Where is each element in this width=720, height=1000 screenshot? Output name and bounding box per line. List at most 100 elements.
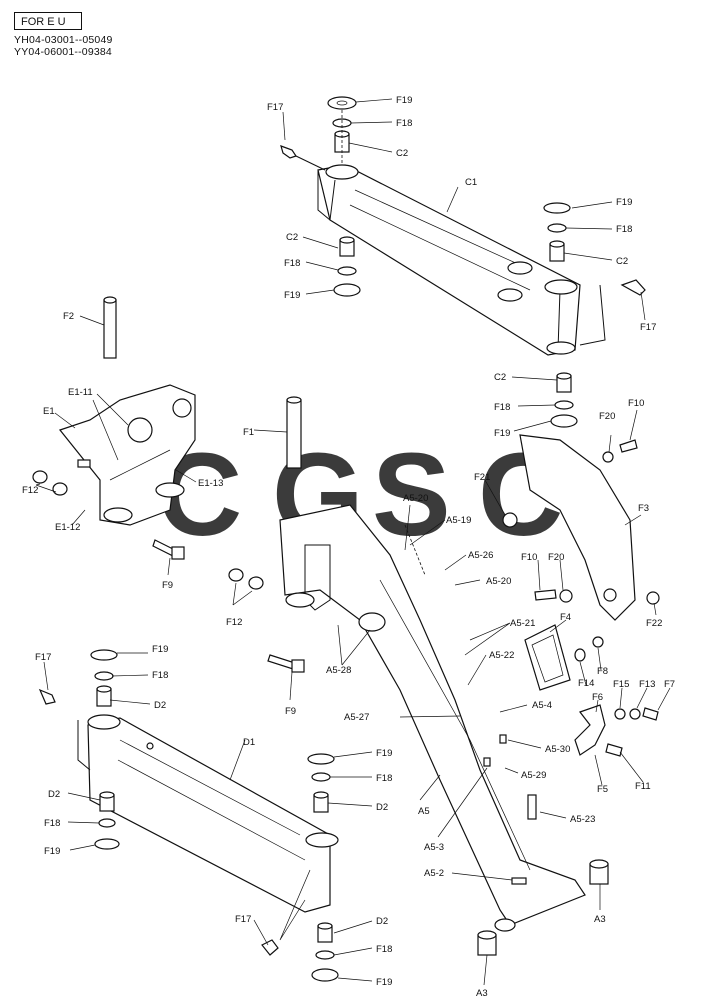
callout-f9-mid: F9 bbox=[285, 706, 296, 717]
region-label: FOR E U bbox=[21, 16, 66, 28]
callout-d2-left: D2 bbox=[48, 789, 60, 800]
callout-c2-top: C2 bbox=[396, 148, 408, 159]
callout-f17-left: F17 bbox=[35, 652, 51, 663]
clamp-f4 bbox=[524, 624, 571, 691]
callout-f18-d1-right: F18 bbox=[376, 773, 392, 784]
callout-f19-d1-top: F19 bbox=[152, 644, 168, 655]
callout-f10-top: F10 bbox=[628, 398, 644, 409]
callout-f10-mid: F10 bbox=[521, 552, 537, 563]
callout-f19-top: F19 bbox=[396, 95, 412, 106]
callout-f18-bottom: F18 bbox=[376, 944, 392, 955]
callout-a5-3: A5-3 bbox=[424, 842, 444, 853]
callout-f9-left: F9 bbox=[162, 580, 173, 591]
callout-f6: F6 bbox=[592, 692, 603, 703]
callout-c2-right: C2 bbox=[616, 256, 628, 267]
callout-f7: F7 bbox=[664, 679, 675, 690]
callout-f18-lower: F18 bbox=[494, 402, 510, 413]
callout-a5-26: A5-26 bbox=[468, 550, 493, 561]
callout-f22: F22 bbox=[646, 618, 662, 629]
callout-f4: F4 bbox=[560, 612, 571, 623]
callout-f19-left: F19 bbox=[284, 290, 300, 301]
callout-a5-27: A5-27 bbox=[344, 712, 369, 723]
callout-f18-right: F18 bbox=[616, 224, 632, 235]
callout-a5-29: A5-29 bbox=[521, 770, 546, 781]
callout-f17-bottom: F17 bbox=[235, 914, 251, 925]
bushing-a3-right bbox=[589, 859, 609, 885]
callout-f18-d1-top: F18 bbox=[152, 670, 168, 681]
callout-f18-d1-left: F18 bbox=[44, 818, 60, 829]
callout-f15: F15 bbox=[613, 679, 629, 690]
callout-f19-bottom: F19 bbox=[376, 977, 392, 988]
callout-f12-mid: F12 bbox=[226, 617, 242, 628]
callout-f20-mid: F20 bbox=[548, 552, 564, 563]
callout-f19-d1-left: F19 bbox=[44, 846, 60, 857]
nuts-f12-mid bbox=[228, 568, 264, 590]
callout-a5-23: A5-23 bbox=[570, 814, 595, 825]
callout-f8: F8 bbox=[597, 666, 608, 677]
arm-d1 bbox=[77, 714, 339, 913]
callout-e1-11: E1-11 bbox=[68, 387, 93, 398]
callout-a5-20: A5-20 bbox=[486, 576, 511, 587]
callout-f18-left: F18 bbox=[284, 258, 300, 269]
callout-e1: E1 bbox=[43, 406, 55, 417]
callout-f12-left: F12 bbox=[22, 485, 38, 496]
callout-e1-13: E1-13 bbox=[198, 478, 223, 489]
callout-f11: F11 bbox=[635, 781, 651, 792]
pin-stack-c1-left bbox=[333, 236, 361, 297]
callout-f5: F5 bbox=[597, 784, 608, 795]
callout-f19-lower: F19 bbox=[494, 428, 510, 439]
pin-stack-c1-top bbox=[327, 96, 357, 165]
callout-a5-4: A5-4 bbox=[532, 700, 552, 711]
callout-f2: F2 bbox=[63, 311, 74, 322]
callout-d1: D1 bbox=[243, 737, 255, 748]
pin-stack-d1-top bbox=[90, 649, 118, 707]
f10-f20-right-mid bbox=[534, 589, 660, 605]
pin-stack-d1-left bbox=[94, 791, 120, 850]
callout-a3-bottom: A3 bbox=[476, 988, 488, 999]
callout-a5: A5 bbox=[418, 806, 430, 817]
bolt-f9-left bbox=[152, 539, 185, 560]
arm-c1 bbox=[317, 164, 606, 356]
leader-lines bbox=[35, 98, 671, 986]
grease-fitting-f17-top bbox=[280, 145, 326, 171]
callout-f17-right: F17 bbox=[640, 322, 656, 333]
callout-c2-left: C2 bbox=[286, 232, 298, 243]
callout-f14: F14 bbox=[578, 678, 594, 689]
callout-d2-top: D2 bbox=[154, 700, 166, 711]
callout-f19-d1-right: F19 bbox=[376, 748, 392, 759]
callout-a5-20-top: A5-20 bbox=[403, 493, 428, 504]
f8-f14-hardware bbox=[574, 636, 604, 662]
nuts-f12-left bbox=[32, 470, 68, 496]
serial-range-1: YH04-03001--05049 bbox=[14, 34, 113, 46]
callout-f1: F1 bbox=[243, 427, 254, 438]
callout-a5-28: A5-28 bbox=[326, 665, 351, 676]
boom-a5 bbox=[279, 504, 586, 932]
callout-f21: F21 bbox=[474, 472, 490, 483]
pin-stack-d1-right bbox=[307, 753, 339, 982]
callout-a5-22: A5-22 bbox=[489, 650, 514, 661]
callout-c1: C1 bbox=[465, 177, 477, 188]
callout-f13: F13 bbox=[639, 679, 655, 690]
callout-f19-right: F19 bbox=[616, 197, 632, 208]
f10-f20-right-top bbox=[602, 439, 638, 463]
callout-f3: F3 bbox=[638, 503, 649, 514]
callout-labels: F19 F18 C2 F17 C1 C2 F18 F19 F19 F18 C2 … bbox=[22, 95, 675, 999]
callout-c2-lower: C2 bbox=[494, 372, 506, 383]
callout-a3-right: A3 bbox=[594, 914, 606, 925]
pin-f1 bbox=[286, 396, 302, 469]
region-label-box: FOR E U bbox=[14, 12, 82, 30]
clamp-f5-f6 bbox=[574, 704, 659, 757]
callout-a5-21: A5-21 bbox=[510, 618, 535, 629]
serial-range-2: YY04-06001--09384 bbox=[14, 46, 112, 58]
grease-fitting-f17-bottom bbox=[261, 939, 279, 956]
callout-f17-top: F17 bbox=[267, 102, 283, 113]
callout-a5-2: A5-2 bbox=[424, 868, 444, 879]
watermark-letter-s: S bbox=[372, 429, 451, 561]
callout-f18-top: F18 bbox=[396, 118, 412, 129]
callout-e1-12: E1-12 bbox=[55, 522, 80, 533]
bracket-f3 bbox=[502, 434, 636, 621]
pin-f2 bbox=[103, 296, 117, 359]
callout-a5-30: A5-30 bbox=[545, 744, 570, 755]
callout-a5-19: A5-19 bbox=[446, 515, 471, 526]
